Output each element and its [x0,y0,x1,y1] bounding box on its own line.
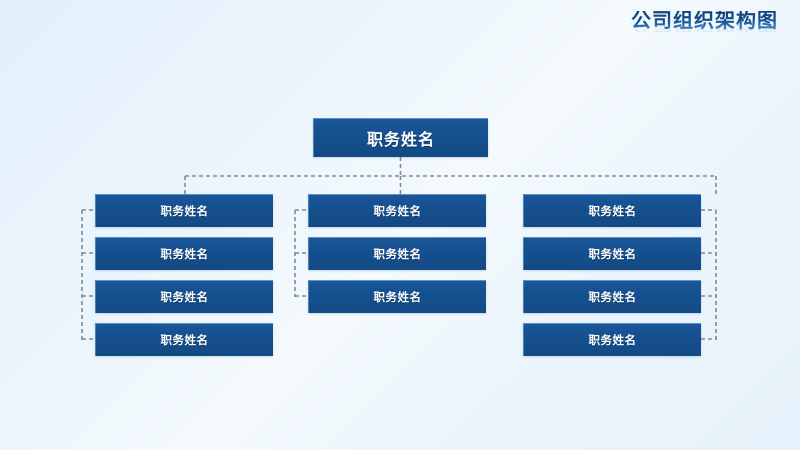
org-node-middle-1[interactable]: 职务姓名 [308,194,486,227]
org-node-left-3[interactable]: 职务姓名 [95,280,273,313]
org-node-left-1[interactable]: 职务姓名 [95,194,273,227]
org-node-right-1[interactable]: 职务姓名 [523,194,701,227]
org-node-right-2[interactable]: 职务姓名 [523,237,701,270]
org-node-left-2[interactable]: 职务姓名 [95,237,273,270]
page-title: 公司组织架构图 公司组织架构图 [631,11,778,52]
org-node-middle-2[interactable]: 职务姓名 [308,237,486,270]
org-node-root[interactable]: 职务姓名 [313,118,488,157]
org-node-left-4[interactable]: 职务姓名 [95,323,273,356]
org-node-middle-3[interactable]: 职务姓名 [308,280,486,313]
org-node-right-4[interactable]: 职务姓名 [523,323,701,356]
org-node-right-3[interactable]: 职务姓名 [523,280,701,313]
page-title-text: 公司组织架构图 [631,10,778,32]
